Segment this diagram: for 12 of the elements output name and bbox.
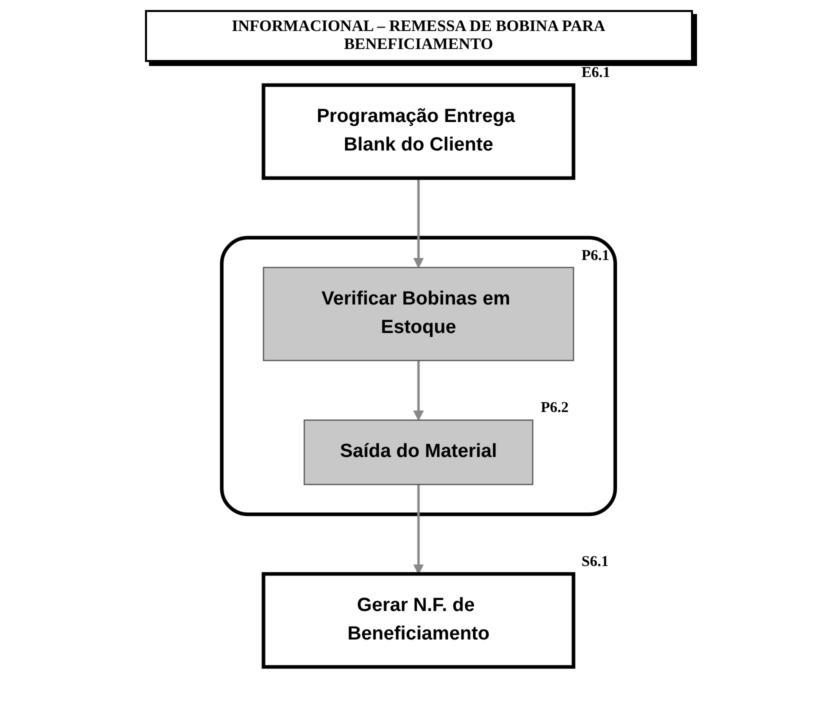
node-box: Programação Entrega Blank do Cliente <box>262 83 576 180</box>
arrow <box>413 484 424 574</box>
node-code-label: P6.1 <box>582 248 610 264</box>
node-box: Gerar N.F. de Beneficiamento <box>262 572 576 669</box>
cluster <box>220 236 618 516</box>
node-box: Verificar Bobinas em Estoque <box>262 266 574 362</box>
arrow <box>413 178 424 268</box>
node-code-label: S6.1 <box>582 554 609 571</box>
node-code-label: P6.2 <box>540 400 569 418</box>
node-code-label: E6.1 <box>582 65 610 82</box>
arrow <box>413 360 424 421</box>
node-box: Saída do Material <box>304 420 534 486</box>
